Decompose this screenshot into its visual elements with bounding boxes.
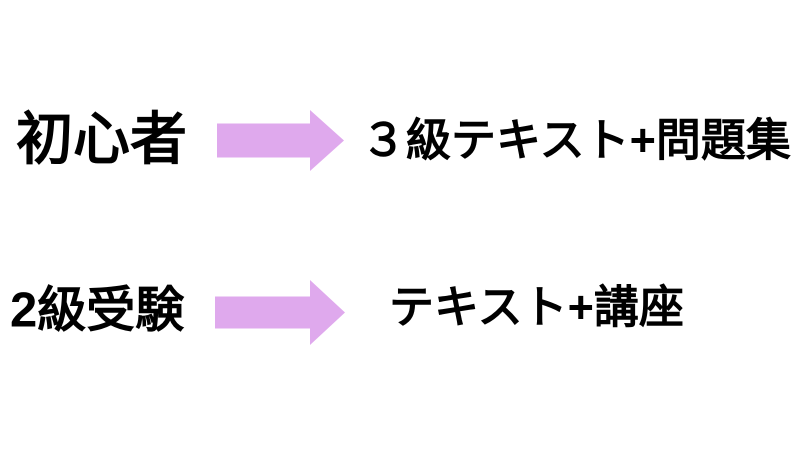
right-arrow-icon	[217, 110, 344, 171]
right-arrow-shape	[215, 280, 345, 345]
right-arrow-shape	[217, 110, 344, 171]
row-2-recommendation-text: テキスト+講座	[389, 281, 684, 333]
right-arrow-icon	[215, 280, 345, 345]
row-1-recommendation-text: ３級テキスト+問題集	[361, 114, 791, 166]
row-1-level-label: 初心者	[16, 107, 187, 172]
row-2-level-label: 2級受験	[10, 283, 185, 338]
